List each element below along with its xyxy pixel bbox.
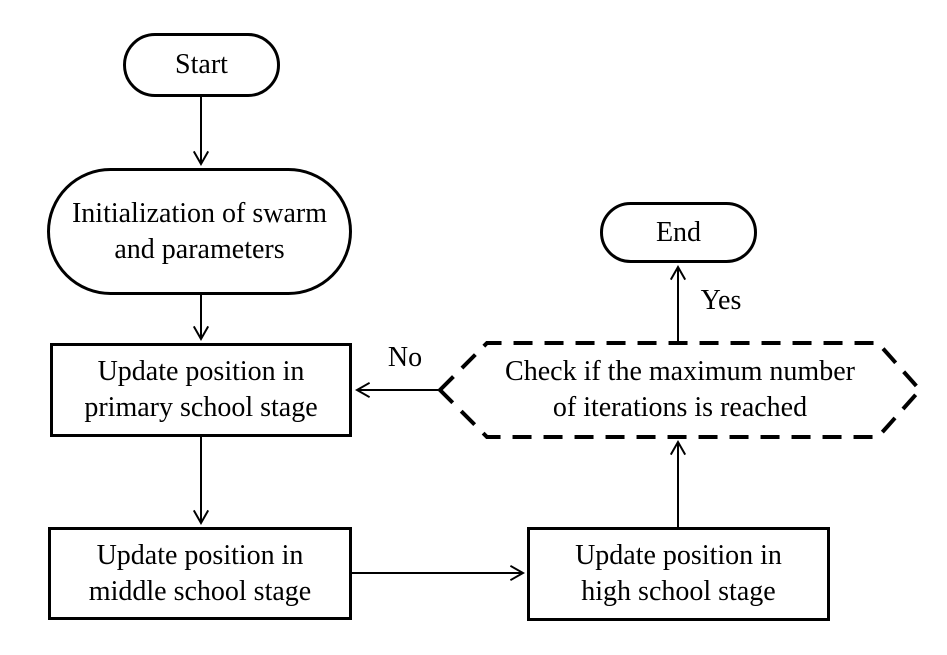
edge-label-yes: Yes — [700, 285, 742, 316]
node-high-school-stage: Update position in high school stage — [527, 527, 830, 621]
node-end: End — [600, 202, 757, 263]
node-end-label: End — [655, 216, 702, 248]
node-high-line1: Update position in — [575, 540, 782, 571]
node-initialization-line2: and parameters — [114, 233, 285, 265]
node-middle-school-stage: Update position in middle school stage — [48, 527, 352, 620]
node-check-line1: Check if the maximum number — [505, 356, 855, 387]
edge-label-no: No — [387, 342, 423, 373]
node-primary-school-stage: Update position in primary school stage — [50, 343, 352, 437]
decision-hexagon-outline — [437, 341, 923, 439]
node-primary-line1: Update position in — [97, 356, 305, 387]
node-primary-line2: primary school stage — [84, 392, 318, 423]
node-middle-line2: middle school stage — [88, 575, 312, 607]
node-initialization-line1: Initialization of swarm — [71, 197, 328, 229]
node-initialization: Initialization of swarm and parameters — [47, 168, 352, 295]
node-high-line2: high school stage — [581, 576, 776, 607]
node-check-max-iterations: Check if the maximum number of iteration… — [450, 343, 910, 437]
node-middle-line1: Update position in — [96, 539, 304, 571]
node-start-label: Start — [175, 49, 228, 80]
node-start: Start — [123, 33, 280, 97]
node-check-line2: of iterations is reached — [552, 392, 808, 423]
